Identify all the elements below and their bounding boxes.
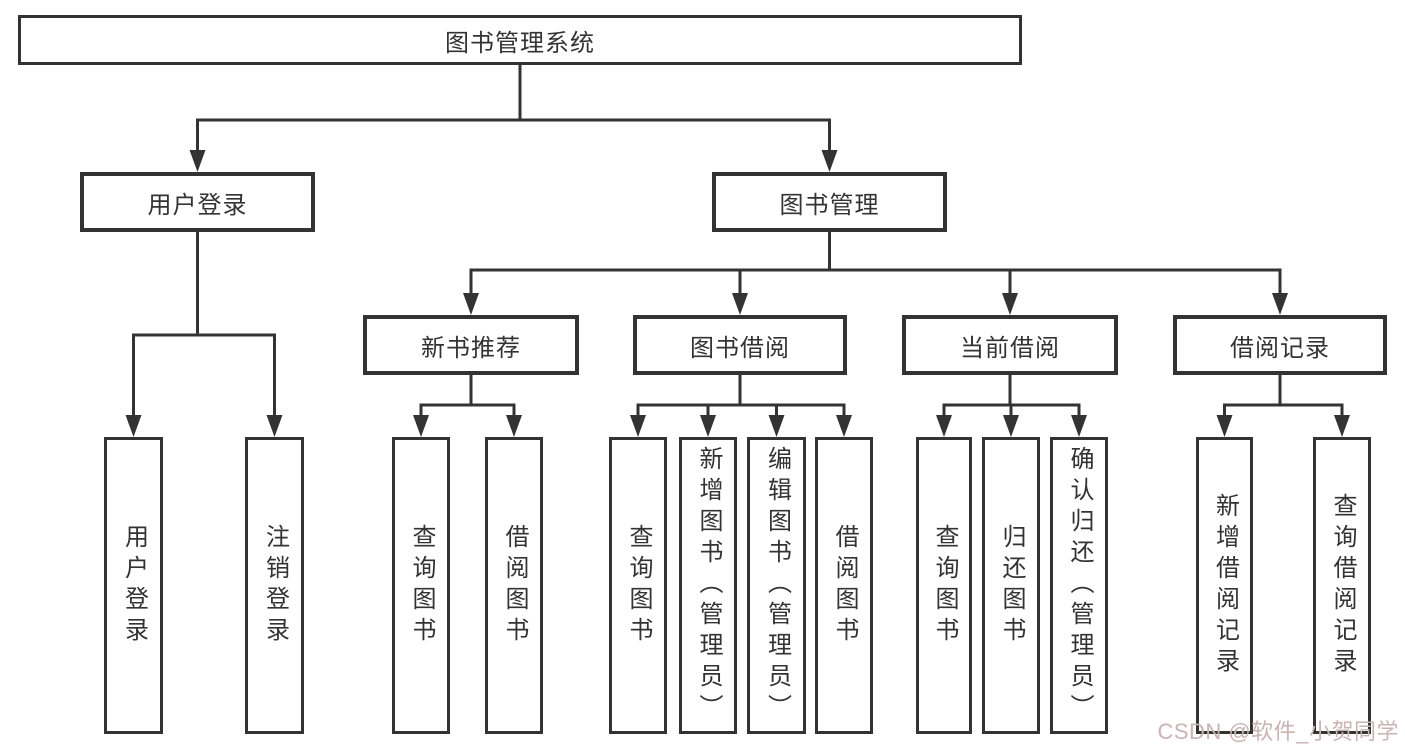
connector-new-book-children xyxy=(419,375,516,417)
node-label: 查询图书 xyxy=(625,523,652,648)
node-label: 图书借阅 xyxy=(690,334,790,362)
node-label: 图书管理系统 xyxy=(445,29,595,57)
leaf-return-books: 归还图书 xyxy=(982,437,1040,734)
leaf-borrow-books-1: 借阅图书 xyxy=(485,437,543,734)
node-label: 查询图书 xyxy=(408,523,435,648)
node-label: 借阅图书 xyxy=(831,523,858,648)
node-label: 查询借阅记录 xyxy=(1329,492,1356,679)
node-new-book-recommend: 新书推荐 xyxy=(363,315,579,375)
leaf-add-borrow-record: 新增借阅记录 xyxy=(1196,437,1253,734)
leaf-query-books-1: 查询图书 xyxy=(392,437,450,734)
node-label: 归还图书 xyxy=(998,523,1025,648)
node-label: 借阅图书 xyxy=(501,523,528,648)
node-borrow-records: 借阅记录 xyxy=(1173,315,1387,375)
leaf-user-login: 用户登录 xyxy=(104,437,163,734)
connector-current-borrow-children xyxy=(942,375,1081,417)
node-user-login: 用户登录 xyxy=(80,172,315,232)
node-book-borrow: 图书借阅 xyxy=(633,315,847,375)
node-label: 确认归还（管理员） xyxy=(1066,446,1093,725)
leaf-confirm-return-admin: 确认归还（管理员） xyxy=(1050,437,1108,734)
leaf-query-borrow-record: 查询借阅记录 xyxy=(1313,437,1371,734)
node-book-management: 图书管理 xyxy=(712,172,947,232)
node-label: 用户登录 xyxy=(120,523,148,648)
csdn-watermark: CSDN @软件_小贺同学 xyxy=(1157,719,1399,744)
node-label: 新增图书（管理员） xyxy=(695,446,722,725)
node-label: 注销登录 xyxy=(261,523,289,648)
node-label: 查询图书 xyxy=(931,523,958,648)
leaf-logout: 注销登录 xyxy=(245,437,304,734)
node-current-borrow: 当前借阅 xyxy=(902,315,1118,375)
connector-root-to-level2 xyxy=(196,65,831,152)
node-label: 编辑图书（管理员） xyxy=(763,446,791,725)
node-label: 新增借阅记录 xyxy=(1211,492,1239,679)
node-label: 用户登录 xyxy=(147,191,248,219)
leaf-edit-books-admin: 编辑图书（管理员） xyxy=(747,437,806,734)
connector-borrow-records-children xyxy=(1223,375,1344,417)
leaf-query-books-3: 查询图书 xyxy=(916,437,972,734)
node-label: 借阅记录 xyxy=(1230,334,1330,362)
connector-user-login-children xyxy=(132,232,276,417)
leaf-add-books-admin: 新增图书（管理员） xyxy=(679,437,737,734)
node-library-management-system: 图书管理系统 xyxy=(18,15,1022,65)
node-label: 图书管理 xyxy=(779,191,880,219)
node-label: 新书推荐 xyxy=(421,334,521,362)
connector-book-mgmt-children xyxy=(469,232,1282,295)
leaf-borrow-books-2: 借阅图书 xyxy=(815,437,873,734)
node-label: 当前借阅 xyxy=(960,334,1060,362)
leaf-query-books-2: 查询图书 xyxy=(609,437,667,734)
connector-book-borrow-children xyxy=(636,375,846,417)
